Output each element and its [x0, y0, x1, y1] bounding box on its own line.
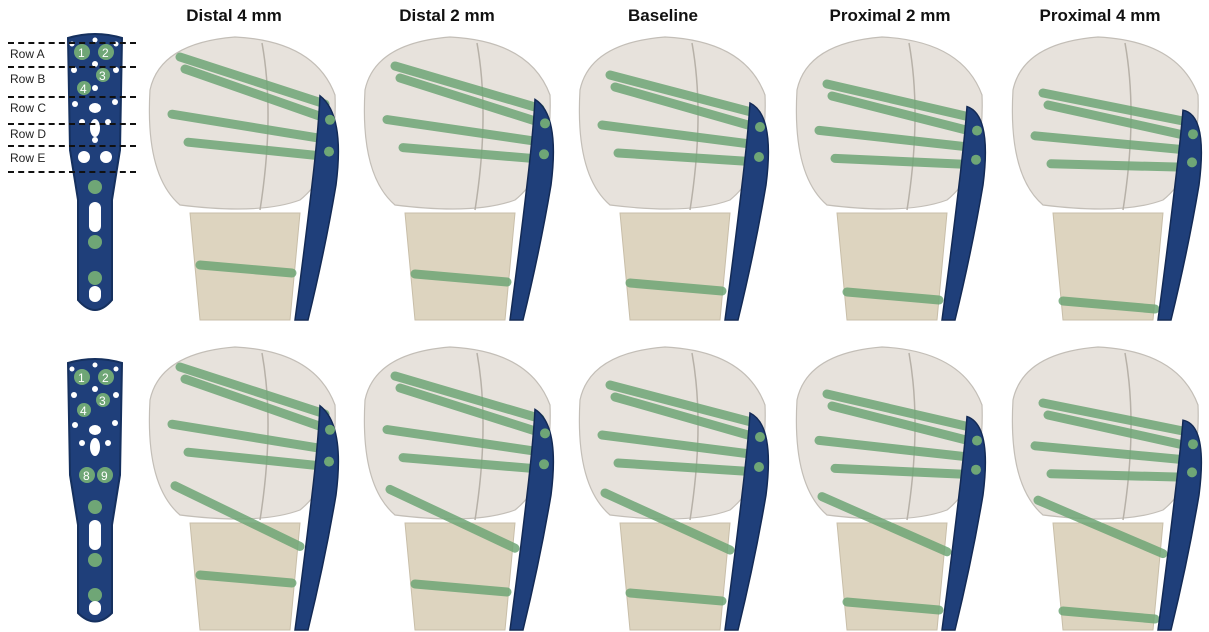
screw-label: 1: [78, 46, 85, 60]
row-divider: [8, 145, 136, 147]
humerus-render: [355, 35, 560, 320]
screw-label: 8: [83, 469, 90, 483]
screw-label: 2: [102, 46, 109, 60]
row-label-b: Row B: [10, 72, 45, 86]
screw-number-labels-top: 1 2 3 4: [60, 30, 130, 130]
screw-label: 2: [102, 371, 109, 385]
screw-label: 4: [80, 404, 87, 418]
column-title-proximal-2mm: Proximal 2 mm: [790, 6, 990, 26]
row-label-a: Row A: [10, 47, 45, 61]
row-divider: [8, 96, 136, 98]
locking-plate-bottom: 1 2 3 4 8 9: [60, 355, 130, 630]
humerus-render: [570, 35, 775, 320]
column-title-distal-4mm: Distal 4 mm: [134, 6, 334, 26]
humerus-render: [140, 35, 345, 320]
humerus-render: [787, 35, 992, 320]
row-divider: [8, 42, 136, 44]
row-divider: [8, 171, 136, 173]
row-label-e: Row E: [10, 151, 45, 165]
humerus-render: [570, 345, 775, 630]
column-title-distal-2mm: Distal 2 mm: [347, 6, 547, 26]
humerus-render: [355, 345, 560, 630]
column-title-baseline: Baseline: [563, 6, 763, 26]
column-title-proximal-4mm: Proximal 4 mm: [1000, 6, 1200, 26]
screw-label: 9: [101, 469, 108, 483]
humerus-render: [1003, 35, 1208, 320]
humerus-render: [140, 345, 345, 630]
screw-label: 3: [99, 394, 106, 408]
row-label-d: Row D: [10, 127, 46, 141]
humerus-render: [787, 345, 992, 630]
screw-label: 3: [99, 69, 106, 83]
row-divider: [8, 66, 136, 68]
row-label-c: Row C: [10, 101, 46, 115]
row-divider: [8, 123, 136, 125]
screw-label: 1: [78, 371, 85, 385]
humerus-render: [1003, 345, 1208, 630]
screw-label: 4: [80, 82, 87, 96]
